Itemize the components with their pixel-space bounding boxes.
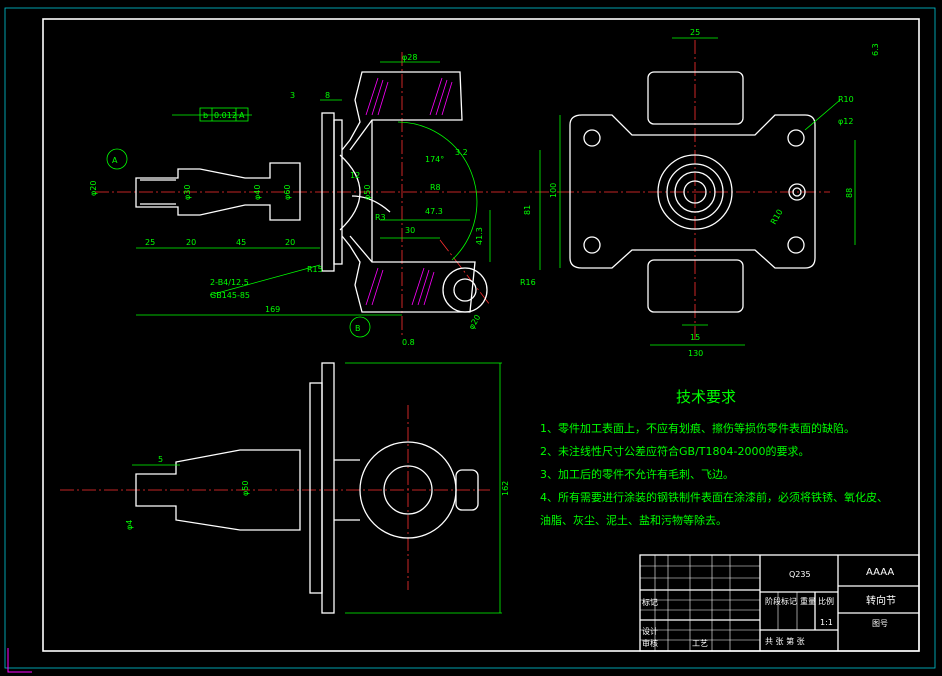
dim-phi40: φ40 xyxy=(253,185,262,200)
dim-phi12: φ12 xyxy=(838,117,853,126)
sheet-frame xyxy=(4,7,936,669)
dim-162: 162 xyxy=(501,481,510,496)
drawing-border xyxy=(42,18,920,652)
dim-130: 130 xyxy=(688,349,703,358)
tech-item-1: 1、零件加工表面上，不应有划痕、擦伤等损伤零件表面的缺陷。 xyxy=(540,421,855,435)
tb-stage: 阶段标记 xyxy=(765,596,797,606)
datum-b-label: B xyxy=(355,324,361,333)
dim-phi60: φ60 xyxy=(283,185,292,200)
dim-20a: 20 xyxy=(186,238,196,247)
tb-part-name: 转向节 xyxy=(866,594,896,607)
tb-drawing-no: 图号 xyxy=(872,619,888,628)
tb-weight: 重量 xyxy=(800,596,816,606)
dim-100: 100 xyxy=(549,183,558,198)
dim-15: 15 xyxy=(690,333,700,342)
spline-spec: 2-B4/12.5 xyxy=(210,278,249,287)
dim-169: 169 xyxy=(265,305,280,314)
dim-45: 45 xyxy=(236,238,246,247)
tol-value: 0.012 xyxy=(214,111,237,120)
tb-material: Q235 xyxy=(789,570,811,579)
top-view: 25 R10 φ12 100 88 R10 15 130 6.3 xyxy=(549,28,880,358)
dim-phi50: φ50 xyxy=(363,185,372,200)
tech-item-3: 3、加工后的零件不允许有毛刺、飞边。 xyxy=(540,467,734,481)
dim-81: 81 xyxy=(523,205,532,215)
front-section-view: A B b 0.012 A φ28 8 3 φ20 φ30 φ40 φ60 φ5… xyxy=(89,52,560,347)
dim-3: 3 xyxy=(290,91,295,100)
tol-ref: A xyxy=(239,111,245,120)
dim-174deg: 174° xyxy=(425,155,444,164)
dim-r10: R10 xyxy=(838,95,854,104)
dim-phi4: φ4 xyxy=(125,520,134,530)
dim-12: 12 xyxy=(350,171,360,180)
dim-41-3: 41.3 xyxy=(475,227,484,245)
tb-scale: 比例 xyxy=(818,596,834,606)
ucs-icon xyxy=(7,648,32,673)
dim-47-3: 47.3 xyxy=(425,207,443,216)
dim-r3: R3 xyxy=(375,213,386,222)
dim-r8: R8 xyxy=(430,183,441,192)
tb-review: 审核 xyxy=(642,638,658,648)
rough-b: 0.8 xyxy=(402,338,415,347)
dim-30: 30 xyxy=(405,226,415,235)
tech-requirements: 技术要求 1、零件加工表面上，不应有划痕、擦伤等损伤零件表面的缺陷。 2、未注线… xyxy=(540,388,888,527)
dim-25: 25 xyxy=(145,238,155,247)
dim-phi30: φ30 xyxy=(183,185,192,200)
tb-mark: 标记 xyxy=(642,597,658,607)
dim-8: 8 xyxy=(325,91,330,100)
dim-88: 88 xyxy=(845,188,854,198)
tech-item-2: 2、未注线性尺寸公差应符合GB/T1804-2000的要求。 xyxy=(540,444,809,458)
dim-20b: 20 xyxy=(285,238,295,247)
dim-r16: R16 xyxy=(520,278,536,287)
dim-top-25: 25 xyxy=(690,28,700,37)
tech-item-5: 油脂、灰尘、泥土、盐和污物等除去。 xyxy=(540,513,727,527)
tb-design: 设计 xyxy=(642,626,658,636)
tol-symbol: b xyxy=(203,111,208,120)
datum-a-label: A xyxy=(112,156,118,165)
dim-s5: 5 xyxy=(158,455,163,464)
dim-phi20: φ20 xyxy=(89,181,98,196)
tech-title: 技术要求 xyxy=(676,388,736,406)
tech-item-4: 4、所有需要进行涂装的钢铁制件表面在涂漆前，必须将铁锈、氧化皮、 xyxy=(540,490,888,504)
side-view: 162 φ50 5 φ4 xyxy=(60,362,510,614)
dim-phi20b: φ20 xyxy=(467,313,483,331)
tb-process: 工艺 xyxy=(692,639,708,648)
tb-ratio: 1:1 xyxy=(820,618,833,627)
dim-r15: R15 xyxy=(307,265,323,274)
dim-r10b: R10 xyxy=(769,208,785,226)
rough-a: 3.2 xyxy=(455,148,468,157)
dim-phi50b: φ50 xyxy=(241,481,250,496)
spline-standard: GB145-85 xyxy=(210,291,250,300)
rough-right: 6.3 xyxy=(871,43,880,56)
dim-phi28: φ28 xyxy=(402,53,417,62)
tb-sheet: 共 张 第 张 xyxy=(765,636,805,646)
tb-company: AAAA xyxy=(866,567,894,578)
title-block: Q235 AAAA 转向节 图号 标记 阶段标记 重量 比例 1:1 设计 审核… xyxy=(639,554,920,652)
